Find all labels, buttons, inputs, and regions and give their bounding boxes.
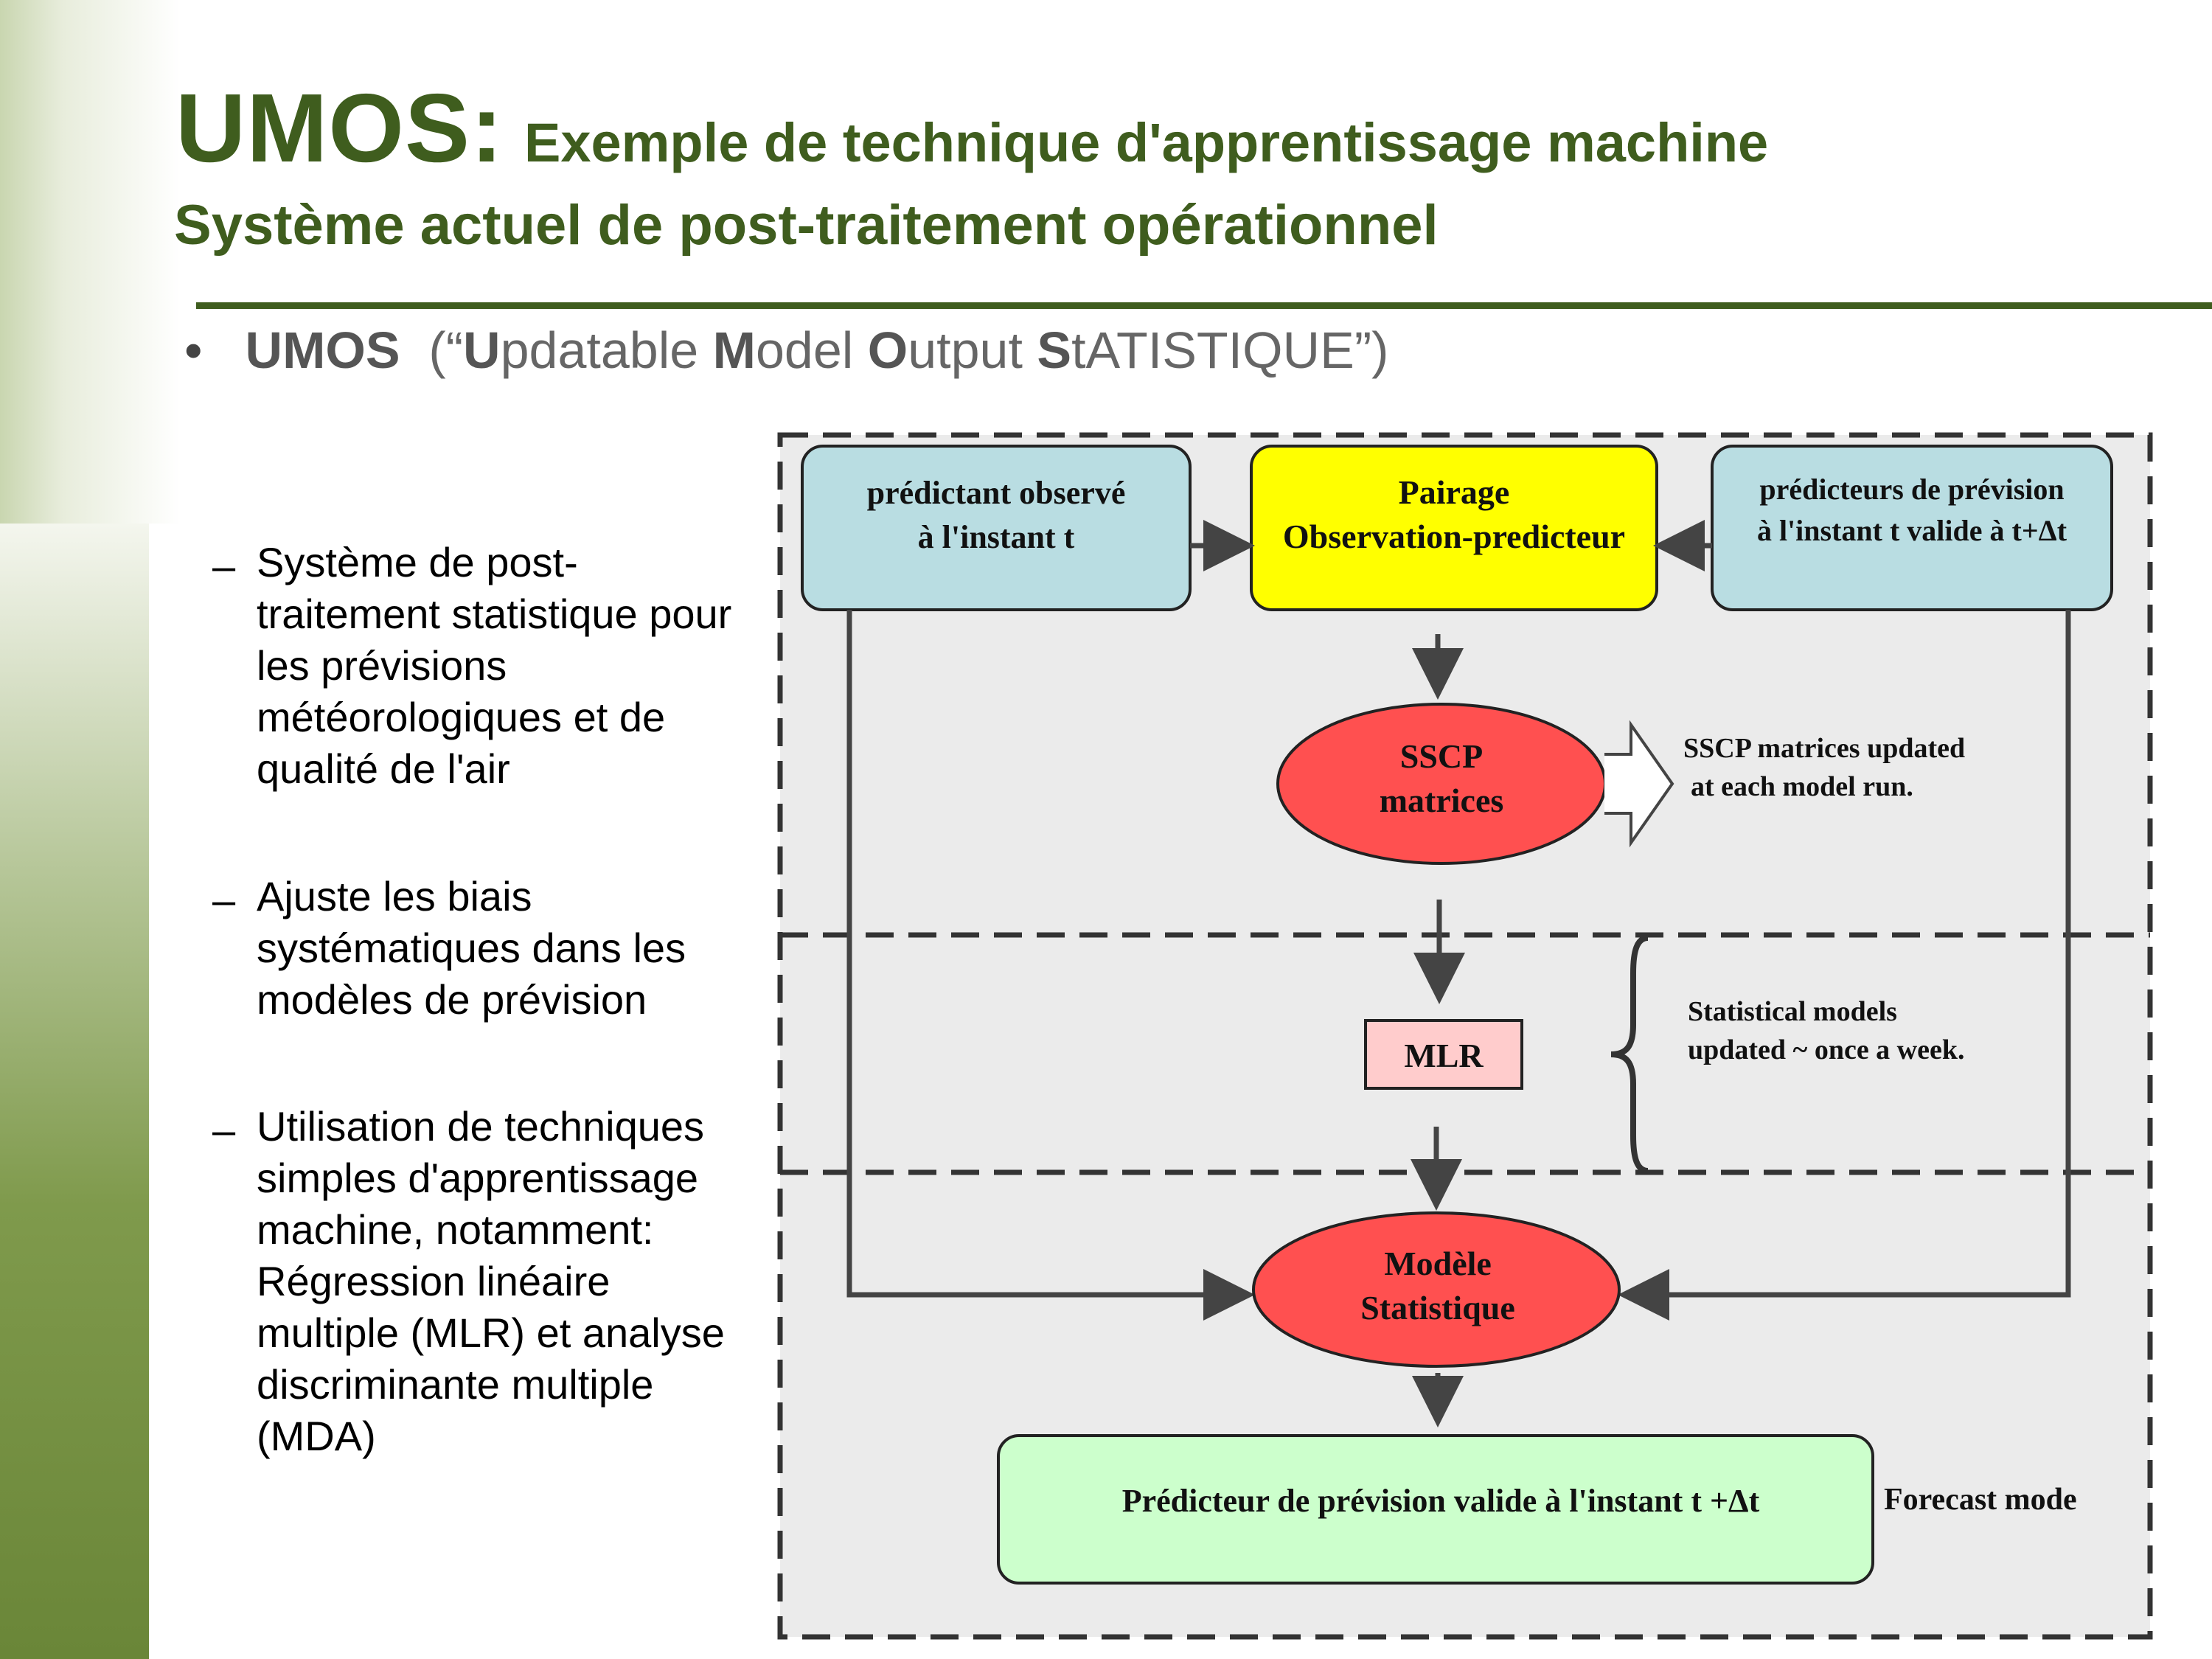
statistical-model-ellipse	[1252, 1211, 1621, 1368]
sub-bullet-3: Utilisation de techniques simples d'appr…	[257, 1101, 773, 1462]
observed-predictand-line-1: prédictant observé	[867, 475, 1126, 511]
model-line-1: Modèle	[1384, 1245, 1492, 1282]
model-line-2: Statistique	[1360, 1289, 1515, 1326]
sub-bullet-line: systématiques dans les	[257, 925, 686, 971]
sub-bullet-2: Ajuste les biais systématiques dans les …	[257, 871, 773, 1026]
sub-bullet-line: machine, notamment:	[257, 1206, 654, 1253]
forecast-mode-label: Forecast mode	[1884, 1483, 2077, 1517]
title-subtitle-2: Système actuel de post-traitement opérat…	[174, 194, 1439, 257]
sscp-note-line-2: at each model run.	[1691, 771, 1913, 802]
arrow-observed-to-model	[846, 610, 1255, 1321]
stat-note-line-2: updated ~ once a week.	[1688, 1034, 1965, 1065]
stat-note-line-1: Statistical models	[1688, 996, 1897, 1027]
title-main: UMOS:	[175, 74, 504, 182]
sub-bullet-line: modèles de prévision	[257, 976, 647, 1023]
sub-bullet-line: météorologiques et de	[257, 694, 666, 740]
bullet-u: U	[463, 321, 501, 379]
title-subtitle-1: Exemple de technique d'apprentissage mac…	[524, 112, 1769, 173]
forecast-predictor-label: Prédicteur de prévision valide à l'insta…	[1122, 1483, 1760, 1519]
sub-bullet-dash: –	[212, 1107, 236, 1153]
bullet-o: O	[867, 321, 908, 379]
mlr-box	[1364, 1019, 1523, 1090]
sub-bullet-line: Utilisation de techniques	[257, 1103, 705, 1150]
arrow-predictors-to-model	[1618, 610, 2071, 1321]
sscp-hollow-arrow	[1604, 720, 1674, 848]
sub-bullet-1: Système de post- traitement statistique …	[257, 537, 773, 795]
bullet-abbr: UMOS	[245, 321, 400, 379]
sscp-line-1: SSCP	[1400, 737, 1483, 775]
bullet-o-rest: utput	[908, 321, 1037, 379]
pairing-line-1: Pairage	[1399, 473, 1510, 511]
dashed-frame-outer	[777, 432, 2153, 1640]
bullet-dot: •	[184, 321, 203, 379]
sub-bullet-line: Régression linéaire	[257, 1258, 611, 1304]
sub-bullet-line: traitement statistique pour	[257, 591, 732, 637]
mlr-label: MLR	[1404, 1037, 1484, 1074]
bullet-close: ”)	[1354, 321, 1389, 379]
bullet-m-rest: odel	[755, 321, 868, 379]
predictors-line-1: prédicteurs de prévision	[1759, 473, 2064, 506]
sscp-note-line-1: SSCP matrices updated	[1683, 733, 1965, 764]
sub-bullet-dash: –	[212, 543, 236, 589]
sscp-line-2: matrices	[1380, 782, 1504, 819]
sub-bullet-line: Ajuste les biais	[257, 873, 532, 919]
sub-bullet-line: simples d'apprentissage	[257, 1155, 699, 1201]
sub-bullet-dash: –	[212, 877, 236, 923]
sub-bullet-line: Système de post-	[257, 539, 578, 585]
pairing-line-2: Observation-predicteur	[1283, 518, 1625, 555]
bullet-s: S	[1037, 321, 1072, 379]
observed-predictand-line-2: à l'instant t	[918, 519, 1075, 555]
bullet-open: (“	[428, 321, 464, 379]
sub-bullet-line: les prévisions	[257, 642, 507, 689]
sidebar-gradient	[0, 524, 149, 1659]
main-bullet: • UMOS (“Updatable Model Output StATISTIQ…	[184, 321, 1388, 380]
title-divider	[196, 302, 2212, 309]
bullet-m: M	[712, 321, 756, 379]
sub-bullet-line: discriminante multiple	[257, 1361, 654, 1408]
predictors-line-2: à l'instant t valide à t+Δt	[1757, 514, 2067, 547]
weekly-update-brace	[1610, 935, 1649, 1174]
sidebar-gradient-top	[0, 0, 181, 524]
slide-title: UMOS: Exemple de technique d'apprentissag…	[175, 72, 1768, 184]
forecast-predictor-box	[997, 1434, 1874, 1585]
predictors-box	[1711, 445, 2113, 611]
sub-bullet-line: (MDA)	[257, 1413, 376, 1459]
observed-predictand-box	[801, 445, 1192, 611]
bullet-u-rest: pdatable	[500, 321, 713, 379]
sub-bullet-line: multiple (MLR) et analyse	[257, 1310, 725, 1356]
bullet-s-rest: tATISTIQUE	[1071, 321, 1354, 379]
sub-bullet-line: qualité de l'air	[257, 745, 510, 792]
